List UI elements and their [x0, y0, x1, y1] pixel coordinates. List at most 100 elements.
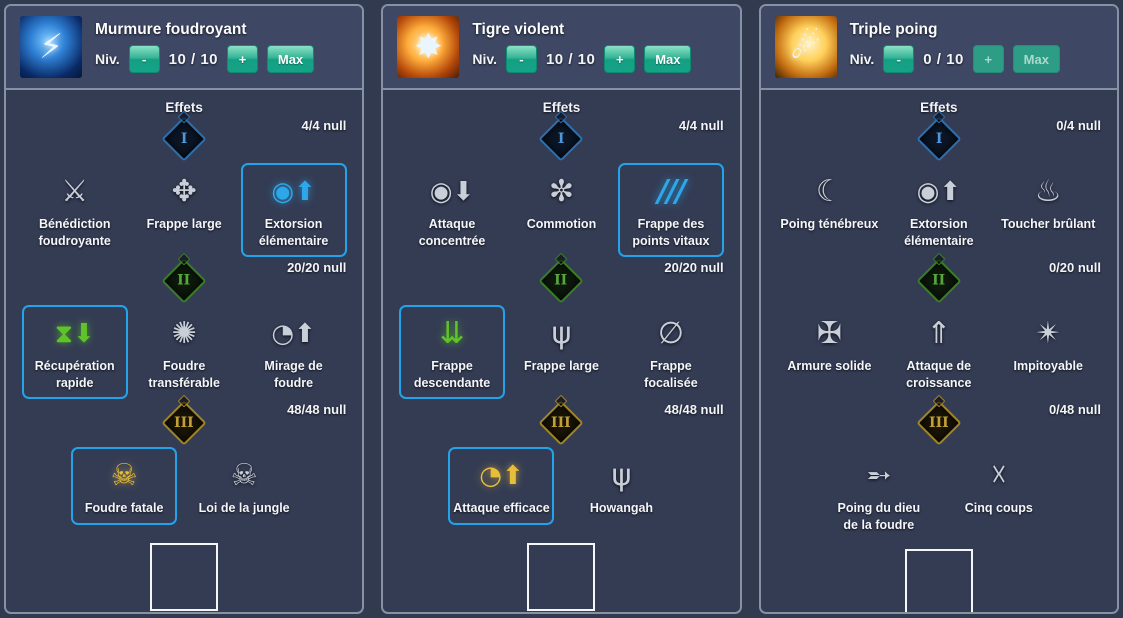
empty-skill-slot[interactable]	[904, 549, 973, 612]
skill-label: Loi de la jungle	[198, 501, 290, 515]
skill-frappe-focalisee[interactable]: ∅ Frappe focalisée	[618, 305, 724, 399]
skill-foudre-fatale[interactable]: ☠ Foudre fatale	[71, 447, 178, 525]
skill-recuperation-rapide[interactable]: ⧗⬇ Récupération rapide	[21, 305, 128, 399]
level-value: 10 / 10	[545, 50, 596, 68]
max-level-button[interactable]: Max	[1012, 45, 1060, 73]
skill-label: Extorsion élémentaire	[904, 217, 974, 248]
tier-3-numeral: III	[174, 415, 194, 431]
skill-frappe-des-points-vitaux[interactable]: /// Frappe des points vitaux	[617, 163, 724, 257]
tier-2-header: 0/20 null II	[775, 257, 1103, 305]
skill-panel-triple-poing: ☄ Triple poing Niv. - 0 / 10 + Max Effet…	[758, 4, 1119, 614]
tier-3-counter: 48/48 null	[287, 402, 347, 417]
panel-header: ⚡ Murmure foudroyant Niv. - 10 / 10 + Ma…	[6, 6, 363, 90]
tier-2-diamond: II	[538, 258, 585, 304]
crossed-swords-icon: ⚔	[61, 174, 89, 209]
empty-skill-slot[interactable]	[527, 543, 596, 611]
skill-loi-de-la-jungle[interactable]: ☠ Loi de la jungle	[191, 447, 297, 525]
skill-label: Bénédiction foudroyante	[38, 217, 111, 248]
skull-icon: ☠	[230, 458, 258, 493]
shield-plus-icon: ✠	[816, 316, 842, 351]
tier-2-counter: 20/20 null	[664, 260, 724, 275]
concussion-burst-icon: ✼	[548, 174, 575, 209]
decrease-level-button[interactable]: -	[883, 45, 915, 73]
skill-armure-solide[interactable]: ✠ Armure solide	[776, 305, 882, 383]
skill-panel-murmure-foudroyant: ⚡ Murmure foudroyant Niv. - 10 / 10 + Ma…	[4, 4, 365, 614]
panel-body: Effets 4/4 null I ◉⬇ Attaque concentrée …	[383, 90, 739, 612]
max-level-button[interactable]: Max	[267, 45, 315, 73]
tier-2-diamond: II	[916, 258, 962, 304]
skill-toucher-brulant[interactable]: ♨ Toucher brûlant	[995, 163, 1101, 241]
sparks-icon: ✺	[171, 316, 197, 351]
tier-1-skills-row: ☾ Poing ténébreux ◉⬆ Extorsion élémentai…	[775, 163, 1103, 257]
skill-commotion[interactable]: ✼ Commotion	[508, 163, 614, 241]
tier-3-header: 0/48 null III	[775, 399, 1103, 447]
skill-attaque-efficace[interactable]: ◔⬆ Attaque efficace	[448, 447, 555, 525]
header-info: Tigre violent Niv. - 10 / 10 + Max	[472, 21, 692, 73]
tier-3-counter: 48/48 null	[664, 402, 724, 417]
skill-benediction-foudroyante[interactable]: ⚔ Bénédiction foudroyante	[22, 163, 128, 257]
skill-extorsion-elementaire-3[interactable]: ◉⬆ Extorsion élémentaire	[886, 163, 992, 257]
tier-2-counter: 0/20 null	[1048, 260, 1101, 275]
increase-level-button[interactable]: +	[972, 45, 1004, 73]
skill-frappe-descendante[interactable]: ⇊ Frappe descendante	[399, 305, 506, 399]
decrease-level-button[interactable]: -	[505, 45, 537, 73]
tier-3-diamond: III	[538, 400, 585, 446]
panel-title: Tigre violent	[472, 21, 565, 38]
tier-1-numeral: I	[558, 131, 565, 147]
skill-poing-du-dieu-de-la-foudre[interactable]: ➵ Poing du dieu de la foudre	[826, 447, 932, 541]
tier-2-skills-row: ⧗⬇ Récupération rapide ✺ Foudre transfér…	[20, 305, 348, 399]
skill-poing-tenebreux[interactable]: ☾ Poing ténébreux	[776, 163, 882, 241]
level-label: Niv.	[95, 51, 120, 67]
tier-2-numeral: II	[177, 272, 191, 289]
shatter-burst-icon: ✴	[1035, 316, 1061, 351]
skill-frappe-large[interactable]: ✥ Frappe large	[131, 163, 237, 241]
tier-2-skills-row: ✠ Armure solide ⇑ Attaque de croissance …	[775, 305, 1103, 399]
increase-level-button[interactable]: +	[227, 45, 259, 73]
tier-2-numeral: II	[932, 272, 946, 289]
growth-arrow-icon: ⇑	[926, 316, 952, 351]
descending-claw-icon: ⇊	[439, 316, 465, 351]
skill-label: Toucher brûlant	[1001, 217, 1096, 231]
skill-label: Mirage de foudre	[264, 359, 323, 390]
skill-label: Foudre fatale	[84, 501, 164, 515]
level-row: Niv. - 10 / 10 + Max	[472, 45, 692, 73]
panel-title: Murmure foudroyant	[95, 21, 247, 38]
skill-extorsion-elementaire[interactable]: ◉⬆ Extorsion élémentaire	[240, 163, 347, 257]
skill-foudre-transferable[interactable]: ✺ Foudre transférable	[131, 305, 237, 399]
stopwatch-up-icon: ◔⬆	[271, 319, 316, 349]
skill-attaque-de-croissance[interactable]: ⇑ Attaque de croissance	[886, 305, 992, 399]
skill-label: Frappe focalisée	[644, 359, 698, 390]
tier-3-skills-row: ◔⬆ Attaque efficace ψ Howangah	[397, 447, 725, 535]
claw-marks-icon: ///	[657, 174, 686, 209]
skill-howangah[interactable]: ψ Howangah	[568, 447, 674, 525]
slash-orbit-icon: ∅	[657, 316, 684, 351]
tier-3-counter: 0/48 null	[1048, 402, 1101, 417]
panel-header: ☄ Triple poing Niv. - 0 / 10 + Max	[760, 6, 1117, 90]
tiger-skill-art-icon: ✸	[397, 16, 460, 78]
skill-frappe-large-2[interactable]: ψ Frappe large	[508, 305, 614, 383]
tier-3-numeral: III	[551, 415, 572, 431]
skill-label: Attaque concentrée	[418, 217, 486, 248]
empty-skill-slot[interactable]	[150, 543, 219, 611]
burst-glyph: ✸	[414, 28, 443, 66]
skill-label: Frappe descendante	[413, 359, 491, 390]
decrease-level-button[interactable]: -	[128, 45, 160, 73]
crescent-moon-icon: ☾	[815, 174, 843, 209]
tier-2-numeral: II	[554, 272, 569, 289]
skill-cinq-coups[interactable]: ☓ Cinq coups	[946, 447, 1052, 525]
lightning-glyph: ⚡	[39, 28, 63, 66]
skill-impitoyable[interactable]: ✴ Impitoyable	[995, 305, 1101, 383]
tier-1-header: 4/4 null I	[20, 115, 348, 163]
skill-label: Howangah	[589, 501, 654, 515]
tier-1-diamond: I	[538, 116, 585, 162]
skill-mirage-de-foudre[interactable]: ◔⬆ Mirage de foudre	[241, 305, 347, 399]
skill-label: Frappe des points vitaux	[632, 217, 710, 248]
effects-title: Effets	[920, 100, 958, 115]
skill-label: Attaque efficace	[453, 501, 550, 515]
tier-1-skills-row: ⚔ Bénédiction foudroyante ✥ Frappe large…	[20, 163, 348, 257]
increase-level-button[interactable]: +	[604, 45, 636, 73]
tier-3-diamond: III	[161, 400, 207, 446]
max-level-button[interactable]: Max	[644, 45, 692, 73]
skill-attaque-concentree[interactable]: ◉⬇ Attaque concentrée	[399, 163, 505, 257]
